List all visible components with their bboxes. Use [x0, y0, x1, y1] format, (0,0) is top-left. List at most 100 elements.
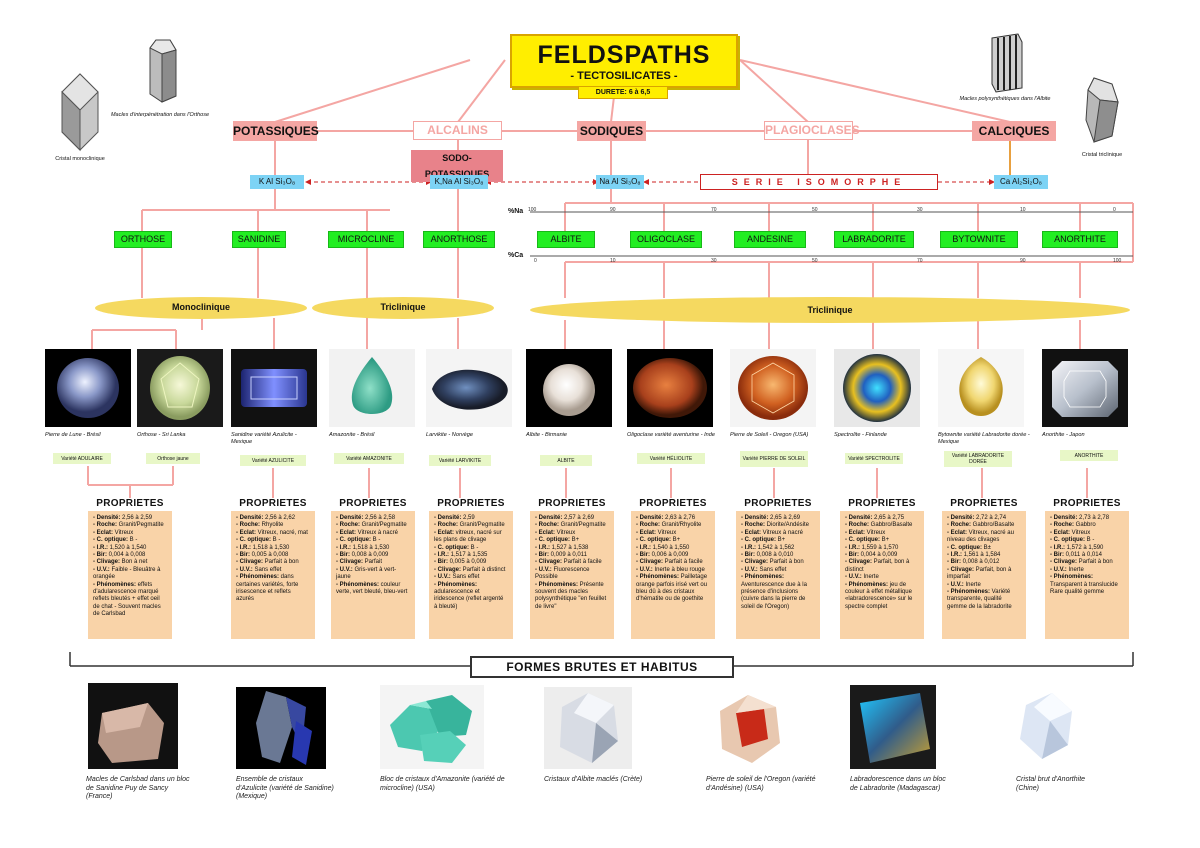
formula-sodium: Na Al Si₃O₈ — [596, 175, 644, 189]
ca-tick: 10 — [610, 258, 616, 264]
title-box: FELDSPATHS - TECTOSILICATES - — [510, 34, 738, 88]
page-title: FELDSPATHS — [537, 41, 711, 69]
property-line: - Roche: Granit/Rhyolite — [636, 522, 702, 529]
category-calciques: CALCIQUES — [972, 121, 1056, 141]
property-line: - Phénomènes: dans certaines variétés, f… — [236, 574, 299, 603]
na-tick: 70 — [711, 207, 717, 213]
property-line: - Bir: 0,008 à 0,012 — [947, 559, 1000, 566]
formula-potassium: K Al Si₃O₈ — [250, 175, 304, 189]
variety-tag: Variété ADULAIRE — [53, 453, 111, 464]
ca-tick: 30 — [711, 258, 717, 264]
properties-box: - Densité: 2,65 à 2,69- Roche: Diorite/A… — [736, 511, 820, 639]
property-line: - Eclat: Vitreux — [1050, 529, 1091, 536]
properties-title: PROPRIETES — [950, 498, 1018, 509]
property-line: - I.R.: 1,542 à 1,562 — [741, 544, 795, 551]
property-line: - Roche: Gabbro/Basalte — [845, 522, 913, 529]
ca-tick: 0 — [534, 258, 537, 264]
property-line: - Clivage: Parfait à facile — [636, 559, 703, 566]
property-line: - Bir: 0,009 à 0,011 — [535, 552, 587, 559]
properties-title: PROPRIETES — [538, 498, 606, 509]
sample-caption: Cristal brut d'Anorthite (Chine) — [1016, 776, 1086, 792]
properties-box: - Densité: 2,56 à 2,62- Roche: Rhyolite-… — [231, 511, 315, 639]
isomorphic-series-label: SERIE ISOMORPHE — [700, 174, 938, 190]
property-line: - Roche: Diorite/Andésite — [741, 522, 810, 529]
properties-box: - Densité: 2,56 à 2,59- Roche: Granit/Pe… — [88, 511, 172, 639]
property-line: - I.R.: 1,518 à 1,530 — [236, 544, 290, 551]
variety-tag: ANORTHITE — [1060, 450, 1118, 461]
property-line: - Roche: Granit/Pegmatite — [336, 522, 407, 529]
gem-caption: Sanidine variété Azulicite - Mexique — [231, 432, 297, 445]
gem-photo-moonstone — [45, 349, 131, 427]
property-line: - C. optique: B - — [236, 537, 281, 544]
gem-photo-azulicite — [231, 349, 317, 427]
polysynthetic-twin-icon — [991, 33, 1023, 93]
property-line: - Bir: 0,011 à 0,014 — [1050, 552, 1102, 559]
variety-tag: Variété SPECTROLITE — [845, 453, 903, 464]
property-line: - Bir: 0,004 à 0,009 — [845, 552, 898, 559]
property-line: - U.V.: Sans effet — [434, 574, 480, 581]
property-line: - Phénomènes: jeu de couleur à effet mét… — [845, 581, 913, 610]
mineral-andesine: ANDESINE — [734, 231, 806, 248]
property-line: - Densité: 2,63 à 2,76 — [636, 515, 696, 521]
property-line: - I.R.: 1,572 à 1,590 — [1050, 544, 1104, 551]
page-subtitle: - TECTOSILICATES - — [570, 70, 678, 82]
property-line: - Densité: 2,65 à 2,69 — [741, 515, 801, 521]
property-line: - Densité: 2,72 à 2,74 — [947, 515, 1007, 521]
property-line: - Roche: Rhyolite — [236, 522, 284, 529]
property-line: - Bir: 0,008 à 0,009 — [336, 552, 389, 559]
formula-sodo-potassium: K,Na Al Si₃O₈ — [430, 175, 488, 189]
mineral-labradorite: LABRADORITE — [834, 231, 914, 248]
sample-caption: Macles de Carlsbad dans un bloc de Sanid… — [86, 776, 190, 800]
property-line: - Eclat: Vitreux à nacré — [741, 529, 803, 536]
property-line: - Phénomènes: Transparent à translucide … — [1050, 574, 1118, 596]
properties-title: PROPRIETES — [744, 498, 812, 509]
ca-tick: 90 — [1020, 258, 1026, 264]
gem-caption: Pierre de Lune - Brésil — [45, 432, 101, 438]
property-line: - Densité: 2,56 à 2,59 — [93, 515, 153, 521]
sample-caption: Bloc de cristaux d'Amazonite (variété de… — [380, 776, 505, 792]
property-line: - U.V.: Fluorescence Possible — [535, 566, 590, 581]
property-line: - U.V.: Gris-vert à vert-jaune — [336, 566, 397, 581]
interpenetration-caption: Macles d'interpénétration dans l'Orthose — [110, 112, 210, 118]
gem-caption: Orthose - Sri Lanka — [137, 432, 186, 438]
na-tick: 30 — [917, 207, 923, 213]
gem-photo-anorthite — [1042, 349, 1128, 427]
property-line: - I.R.: 1,518 à 1,530 — [336, 544, 390, 551]
ca-axis-label: %Ca — [508, 252, 524, 259]
property-line: - Clivage: Parfait à bon — [236, 559, 299, 566]
na-tick: 90 — [610, 207, 616, 213]
property-line: - Phénomènes: Présente souvent des macle… — [535, 581, 607, 610]
property-line: - U.V.: Inerte — [1050, 566, 1084, 573]
property-line: - Clivage: Parfait à distinct — [434, 566, 506, 573]
gem-photo-oligoclase — [627, 349, 713, 427]
property-line: - Clivage: Bon à net — [93, 559, 148, 566]
mineral-albite: ALBITE — [537, 231, 595, 248]
gem-caption: Amazonite - Brésil — [329, 432, 375, 438]
property-line: - U.V.: Inerte à bleu rouge — [636, 566, 705, 573]
gem-photo-bytownite — [938, 349, 1024, 427]
properties-title: PROPRIETES — [1053, 498, 1121, 509]
mineral-anorthose: ANORTHOSE — [423, 231, 495, 248]
category-sodiques: SODIQUES — [577, 121, 646, 141]
sample-caption: Labradorescence dans un bloc de Labrador… — [850, 776, 946, 792]
property-line: - Densité: 2,73 à 2,78 — [1050, 515, 1110, 521]
property-line: - C. optique: B - — [434, 544, 479, 551]
property-line: - Roche: Gabbro — [1050, 522, 1096, 529]
monoclinic-crystal-caption: Cristal monoclinique — [55, 156, 105, 162]
gem-photo-amazonite — [329, 349, 415, 427]
properties-box: - Densité: 2,72 à 2,74- Roche: Gabbro/Ba… — [942, 511, 1026, 639]
properties-title: PROPRIETES — [96, 498, 164, 509]
formula-calcium: Ca Al₂Si₂O₈ — [994, 175, 1048, 189]
property-line: - I.R.: 1,561 à 1,584 — [947, 552, 1001, 559]
property-line: - C. optique: B+ — [636, 537, 681, 544]
property-line: - Roche: Granit/Pegmatite — [535, 522, 606, 529]
mineral-oligoclase: OLIGOCLASE — [630, 231, 702, 248]
sample-photo-amazonite — [380, 685, 484, 769]
properties-box: - Densité: 2,63 à 2,76- Roche: Granit/Rh… — [631, 511, 715, 639]
sample-photo-sanidine-carlsbad — [88, 683, 178, 769]
gem-photo-spectrolite — [834, 349, 920, 427]
na-axis-label: %Na — [508, 208, 524, 215]
gem-caption: Albite - Birmanie — [526, 432, 568, 438]
property-line: - I.R.: 1,520 à 1,540 — [93, 544, 147, 551]
